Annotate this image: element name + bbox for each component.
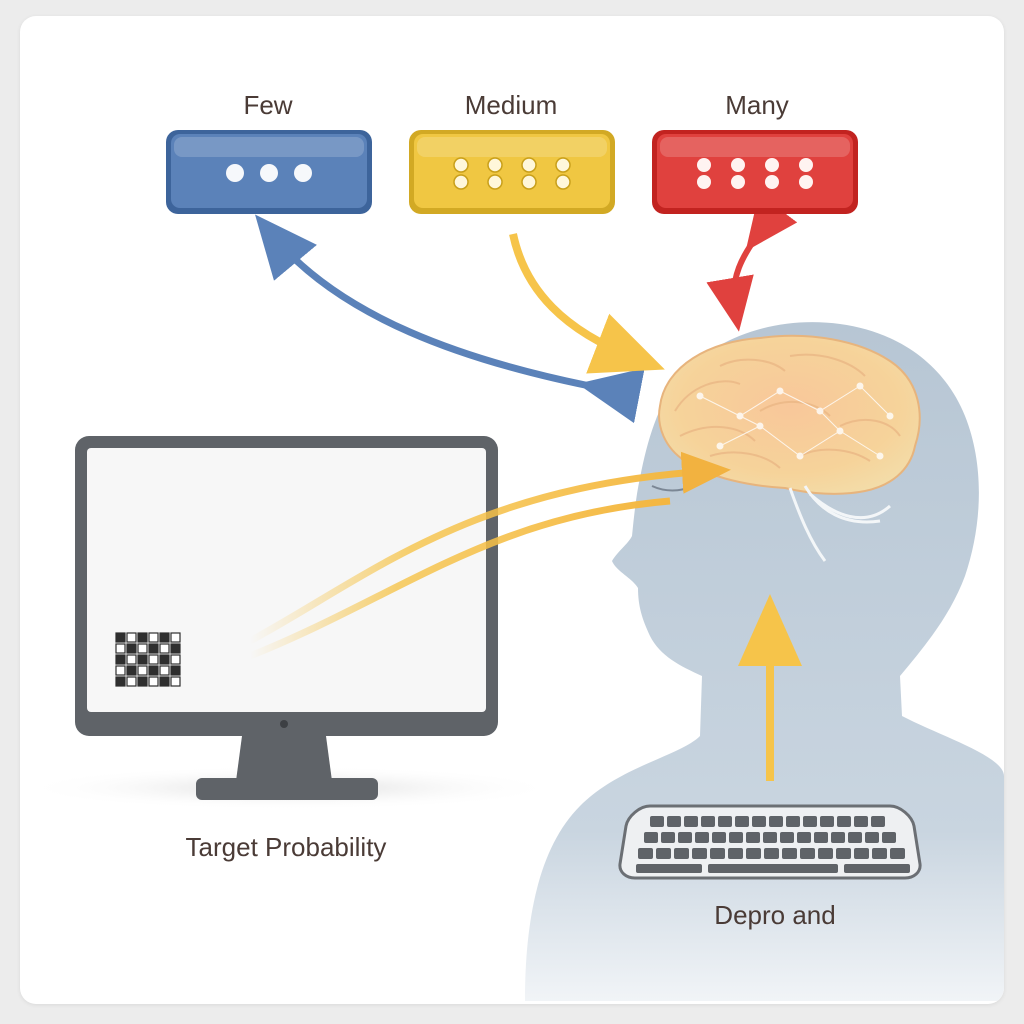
level-label-medium: Medium: [464, 90, 558, 120]
gaze-beams: [248, 451, 731, 660]
monitor-caption: Target Probability: [185, 832, 387, 862]
dot-icon: [765, 158, 779, 172]
dot-icon: [765, 175, 779, 189]
dot-icon: [294, 164, 312, 182]
dot-icon: [487, 174, 503, 190]
keyboard: [618, 804, 922, 880]
dot-icon: [521, 174, 537, 190]
dot-icon: [521, 157, 537, 173]
dot-icon: [453, 174, 469, 190]
dot-icon: [697, 175, 711, 189]
dot-icon: [799, 175, 813, 189]
diagram-card: Few Medium Many Target Probability Depro…: [20, 16, 1004, 1004]
dot-icon: [731, 175, 745, 189]
level-box-medium: [409, 130, 615, 214]
dot-icon: [226, 164, 244, 182]
dot-icon: [555, 174, 571, 190]
arrow-medium: [509, 233, 665, 374]
dot-icon: [799, 158, 813, 172]
dot-icon: [555, 157, 571, 173]
target-pattern-icon: [115, 632, 181, 687]
dot-icon: [731, 158, 745, 172]
arrow-few: [255, 214, 645, 424]
keyboard-caption: Depro and: [714, 900, 836, 930]
level-label-few: Few: [243, 90, 293, 120]
monitor: [20, 436, 560, 810]
dot-icon: [260, 164, 278, 182]
arrow-many: [706, 193, 798, 332]
level-label-many: Many: [725, 90, 789, 120]
level-box-few: [166, 130, 372, 214]
dot-icon: [487, 157, 503, 173]
dot-icon: [697, 158, 711, 172]
level-box-many: [652, 130, 858, 214]
dot-icon: [453, 157, 469, 173]
diagram-canvas: [20, 130, 1004, 1001]
